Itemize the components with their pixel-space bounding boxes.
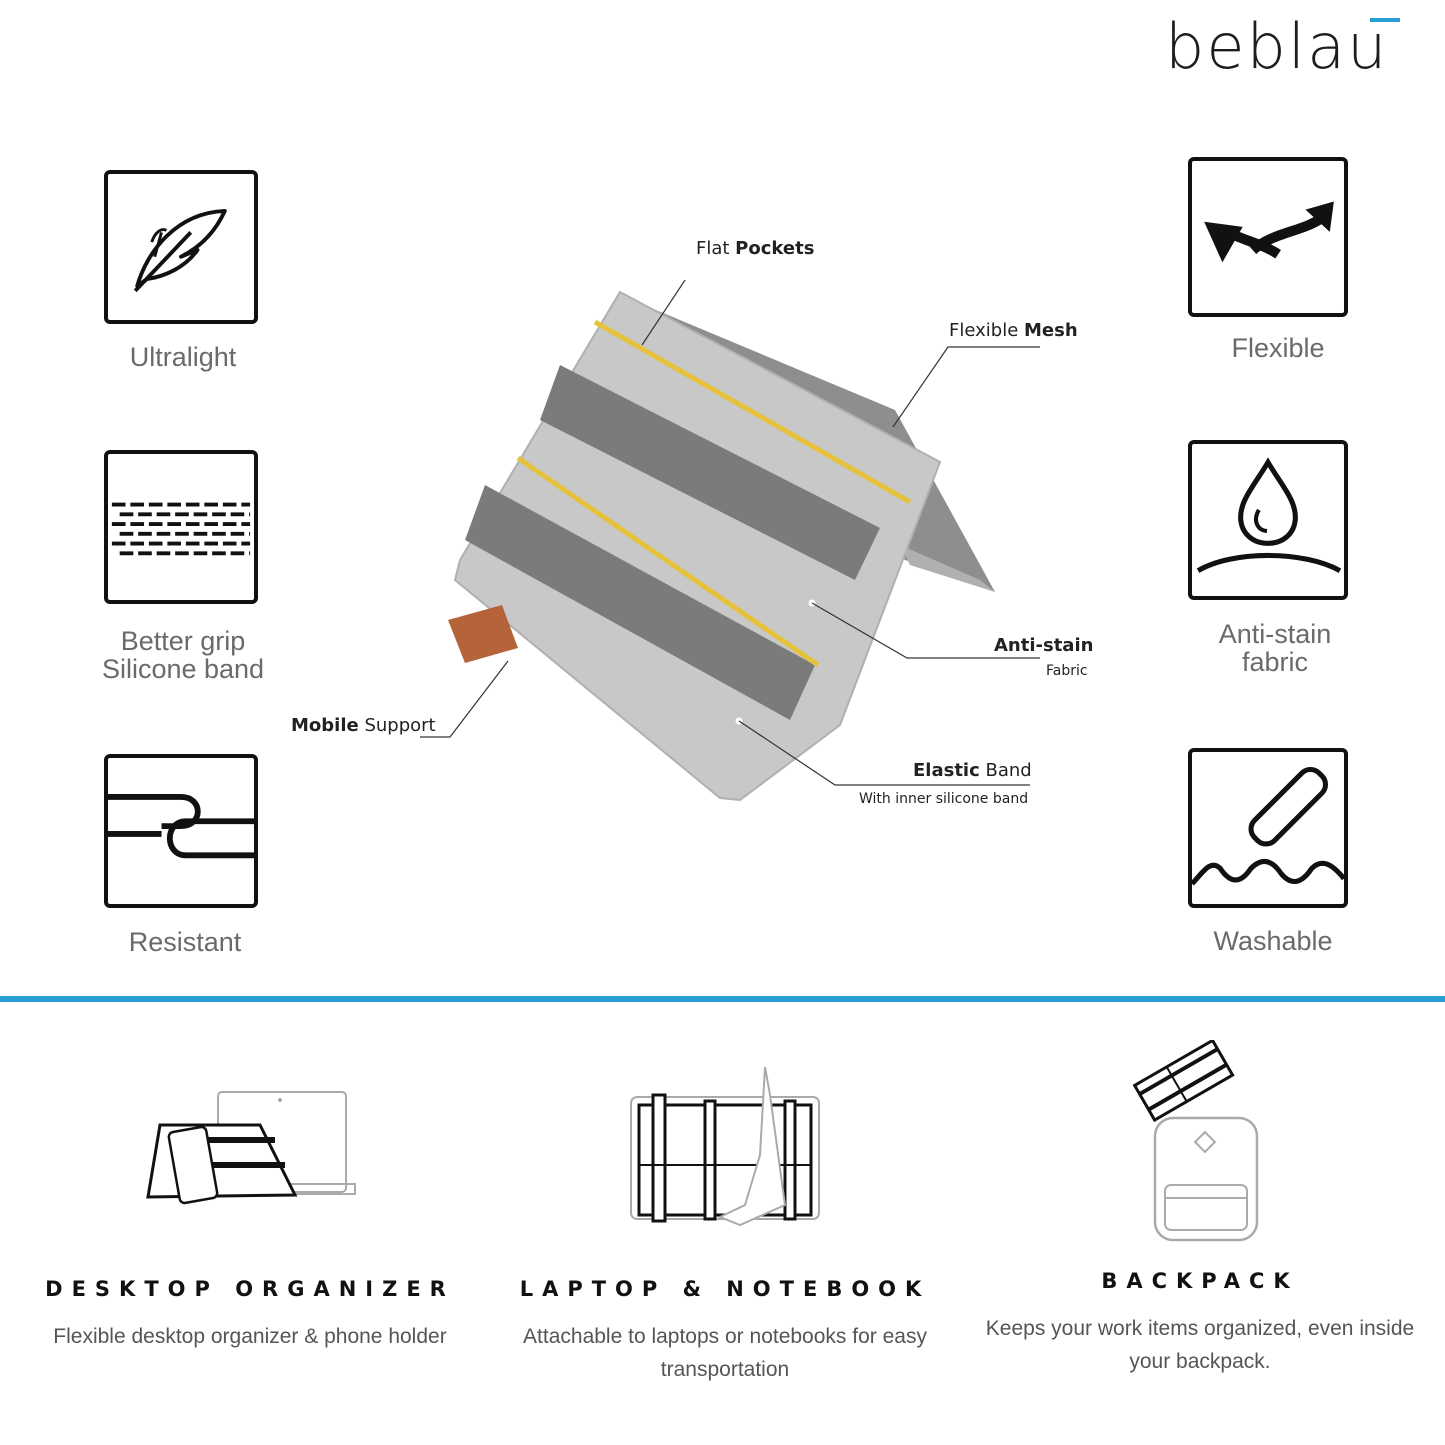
feature-label-resistant: Resistant	[62, 928, 308, 956]
feature-label-line: fabric	[1241, 647, 1309, 677]
usage-desc-line: Flexible desktop organizer & phone holde…	[53, 1325, 447, 1348]
desktop-organizer-illustration	[146, 1091, 356, 1205]
usage-desc-backpack: Keeps your work items organized, even in…	[975, 1312, 1425, 1378]
feature-label-line: Ultralight	[129, 342, 237, 372]
callout-anti-stain: Anti-stain	[994, 635, 1093, 656]
flex-arrows-icon	[1188, 157, 1348, 317]
callout-elastic-band-sub: With inner silicone band	[859, 791, 1029, 807]
usage-desc-laptop: Attachable to laptops or notebooks for e…	[500, 1320, 950, 1386]
grip-lines-icon	[104, 450, 258, 604]
callout-bold-text: Mesh	[1024, 320, 1078, 341]
callout-light-text: Flat	[696, 238, 736, 259]
laptop-notebook-illustration	[630, 1066, 820, 1227]
callout-elastic-band: Elastic Band	[913, 760, 1032, 781]
logo-accent-bar	[1370, 18, 1400, 22]
callout-bold-text: Elastic	[913, 760, 980, 781]
callout-light-text: Flexible	[949, 320, 1024, 341]
water-drop-icon	[1188, 440, 1348, 600]
feature-label-antistain: Anti-stain fabric	[1152, 620, 1398, 676]
feature-label-washable: Washable	[1150, 927, 1396, 955]
usage-title-desktop: DESKTOP ORGANIZER	[45, 1277, 455, 1301]
callout-mobile-support: Mobile Support	[291, 715, 436, 736]
feature-label-line: Washable	[1213, 926, 1333, 956]
backpack-illustration	[1132, 1040, 1259, 1242]
wash-waves-icon	[1188, 748, 1348, 908]
usage-title-backpack: BACKPACK	[1101, 1269, 1299, 1293]
resistant-strap-icon	[104, 754, 258, 908]
feature-label-grip: Better grip Silicone band	[60, 627, 306, 683]
callout-bold-text: Anti-stain	[994, 635, 1094, 656]
feature-label-line: Flexible	[1231, 333, 1325, 363]
callout-flexible-mesh: Flexible Mesh	[949, 320, 1078, 341]
callout-bold-text: Pockets	[735, 238, 815, 259]
feature-label-ultralight: Ultralight	[60, 343, 306, 371]
usage-desc-desktop: Flexible desktop organizer & phone holde…	[30, 1320, 470, 1353]
feature-label-flexible: Flexible	[1155, 334, 1401, 362]
feature-label-line: Silicone band	[101, 654, 265, 684]
usage-desc-line: Keeps your work items organized, even in…	[985, 1317, 1415, 1340]
feature-label-line: Resistant	[128, 927, 242, 957]
callout-flat-pockets: Flat Pockets	[696, 238, 814, 259]
usage-desc-line: Attachable to laptops or notebooks for e…	[523, 1325, 927, 1348]
callout-light-text: Support	[358, 715, 436, 736]
feature-label-line: Anti-stain	[1218, 619, 1332, 649]
usage-title-laptop: LAPTOP & NOTEBOOK	[519, 1277, 931, 1301]
feature-label-line: Better grip	[120, 626, 246, 656]
section-divider	[0, 996, 1445, 1002]
usage-desc-line: transportation	[660, 1358, 790, 1381]
product-organizer-illustration	[420, 280, 1040, 802]
feather-icon	[104, 170, 258, 324]
callout-anti-stain-sub: Fabric	[1046, 663, 1088, 679]
brand-logo: beblau	[1165, 10, 1389, 83]
callout-light-text: Band	[979, 760, 1032, 781]
usage-desc-line: your backpack.	[1129, 1350, 1271, 1373]
callout-bold-text: Mobile	[291, 715, 359, 736]
